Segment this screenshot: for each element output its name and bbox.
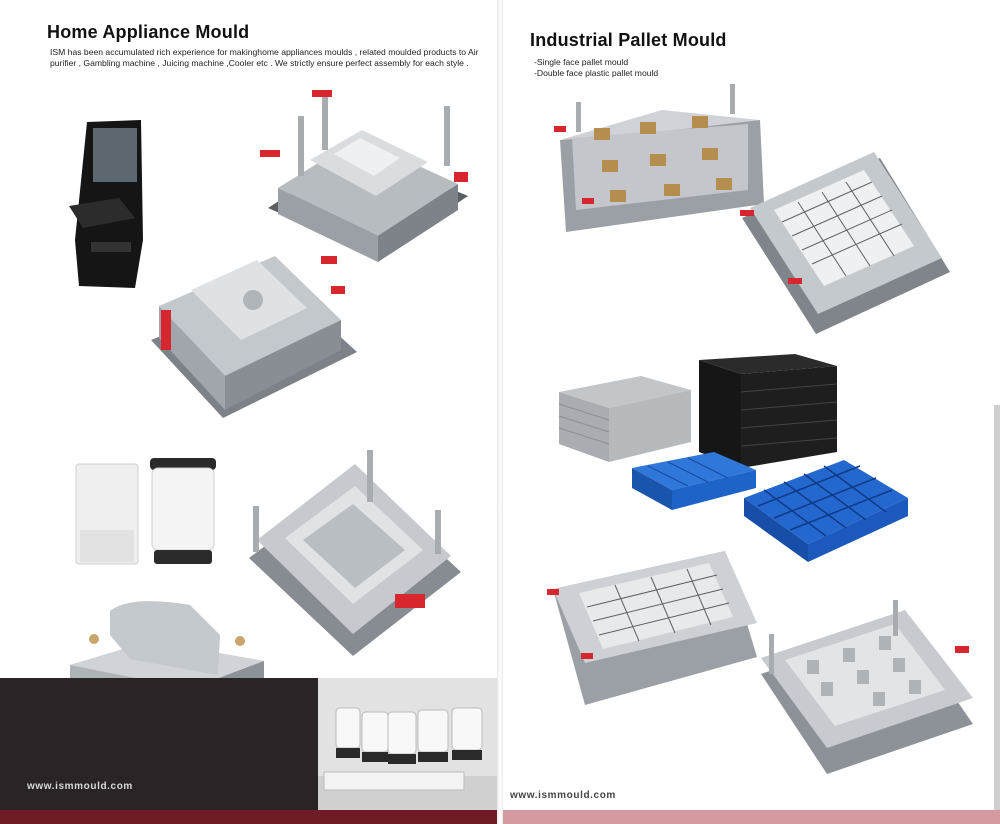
- gambling-machine-image: [65, 118, 147, 290]
- industrial-pallet-title: Industrial Pallet Mould: [530, 30, 727, 50]
- appliance-mould-image-1: [258, 88, 473, 273]
- home-appliance-intro: ISM has been accumulated rich experience…: [50, 47, 479, 68]
- page-spine: [497, 0, 503, 824]
- footer-strip: [0, 810, 500, 824]
- home-appliance-title: Home Appliance Mould: [47, 22, 250, 42]
- blue-pallet-image-1: [628, 448, 758, 512]
- pallet-type-item: -Double face plastic pallet mould: [534, 67, 659, 78]
- pallet-mould-image-4: [755, 598, 977, 776]
- pallet-icon: [632, 452, 756, 510]
- pallet-type-item: -Single face pallet mould: [534, 57, 629, 67]
- pallet-icon: [744, 460, 908, 562]
- blue-pallet-image-2: [742, 458, 910, 566]
- pallet-icon: [558, 376, 691, 462]
- mould-icon: [740, 152, 950, 334]
- grey-pallet-stack-image: [555, 372, 695, 464]
- mould-icon: [554, 84, 764, 232]
- appliance-mould-image-2: [145, 220, 360, 420]
- air-purifier-row-icon: [318, 678, 500, 810]
- pallet-icon: [699, 354, 838, 468]
- page-edge-bar: [994, 405, 1000, 810]
- right-page: Industrial Pallet Mould -Single face pal…: [500, 0, 1000, 824]
- air-purifier-icon: [75, 458, 216, 565]
- mould-icon: [761, 600, 973, 774]
- black-pallet-stack-image: [695, 352, 840, 470]
- air-purifier-image: [70, 452, 220, 572]
- mould-icon: [151, 256, 357, 418]
- mould-icon: [547, 551, 757, 705]
- footer-dark-band: [0, 678, 318, 824]
- footer-strip: [500, 810, 1000, 824]
- factory-products-photo: [318, 678, 500, 810]
- appliance-mould-image-3: [245, 448, 465, 660]
- mould-icon: [249, 450, 461, 656]
- left-page: Home Appliance Mould ISM has been accumu…: [0, 22, 500, 824]
- mould-icon: [260, 90, 468, 262]
- pallet-type-list: -Single face pallet mould -Double face p…: [534, 57, 658, 78]
- website-url[interactable]: www.ismmould.com: [27, 781, 133, 792]
- pallet-mould-image-3: [545, 545, 760, 717]
- pallet-mould-image-2: [738, 148, 952, 336]
- website-url[interactable]: www.ismmould.com: [510, 790, 616, 801]
- pallet-mould-image-1: [552, 80, 770, 252]
- gambling-machine-icon: [69, 120, 143, 288]
